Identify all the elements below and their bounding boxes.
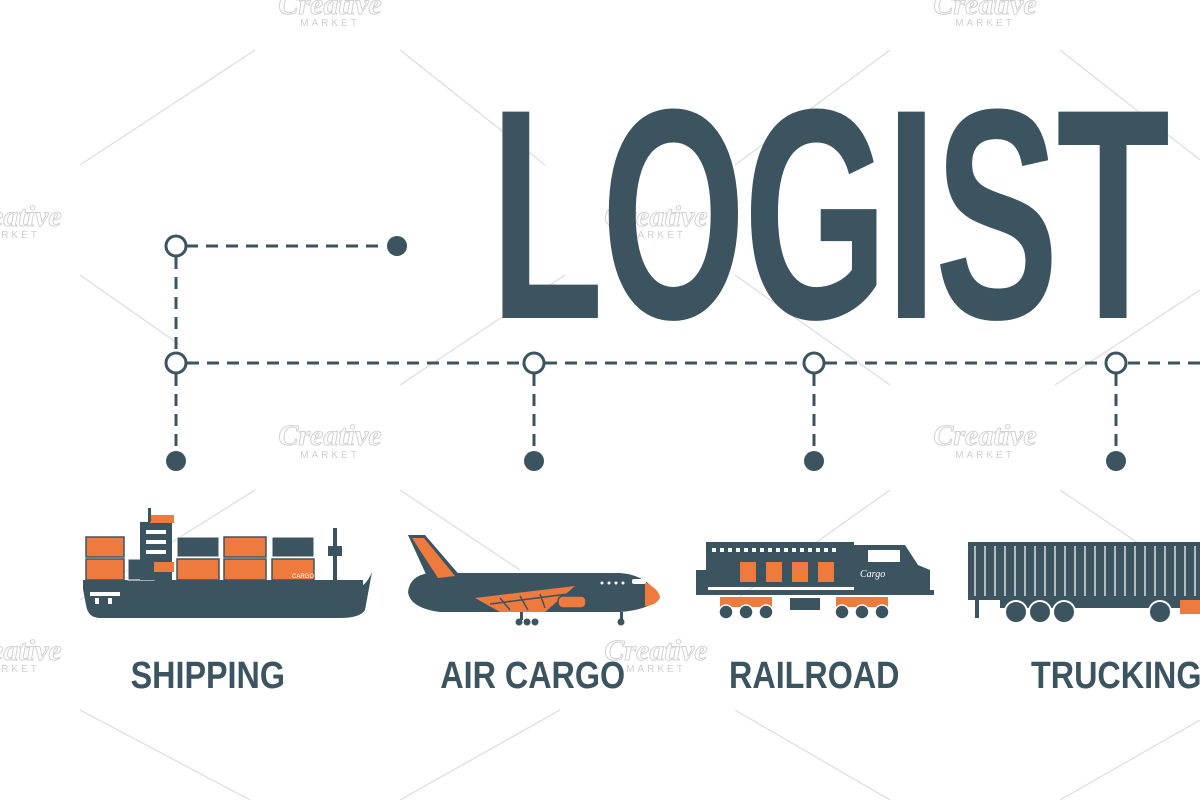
node-open: [164, 351, 188, 375]
watermark-logo: Creative: [933, 0, 1036, 21]
mode-label-trucking: TRUCKING: [1030, 655, 1200, 697]
watermark-sub: MARKET: [955, 18, 1015, 29]
watermark-sub: MARKET: [955, 450, 1015, 461]
watermark-sub: MARKET: [0, 230, 40, 241]
node-filled: [1106, 451, 1126, 471]
watermark-sub: MARKET: [626, 664, 686, 675]
watermark-sub: MARKET: [300, 18, 360, 29]
watermark-logo: Creative: [278, 419, 381, 452]
node-filled: [524, 451, 544, 471]
node-open: [164, 234, 188, 258]
ship-hull-text: CARGO: [292, 574, 314, 580]
watermark-logo: Creative: [0, 200, 62, 233]
connector-lines: [174, 244, 1200, 452]
watermark-logo: Creative: [604, 200, 707, 233]
cargo-plane-icon: [408, 535, 660, 626]
node-filled: [387, 236, 407, 256]
watermark-logo: Creative: [933, 419, 1036, 452]
watermark-logo: Creative: [604, 634, 707, 667]
node-open: [802, 351, 826, 375]
mode-label-railroad: RAILROAD: [728, 655, 900, 697]
truck-icon: [968, 542, 1200, 624]
watermark-logo: Creative: [0, 634, 62, 667]
mode-label-shipping: SHIPPING: [130, 655, 286, 697]
watermark-sub: MARKET: [300, 450, 360, 461]
mode-label-air-cargo: AIR CARGO: [440, 655, 626, 697]
watermark-sub: MARKET: [0, 664, 40, 675]
node-open: [522, 351, 546, 375]
page-title: LOGIST: [490, 46, 1170, 382]
node-open: [1104, 351, 1128, 375]
locomotive-icon: Cargo: [696, 542, 934, 620]
locomotive-text: Cargo: [860, 569, 885, 580]
watermark-sub: MARKET: [626, 230, 686, 241]
node-filled: [166, 451, 186, 471]
node-filled: [804, 451, 824, 471]
container-ship-icon: CARGO: [83, 508, 372, 618]
watermark-logo: Creative: [278, 0, 381, 21]
